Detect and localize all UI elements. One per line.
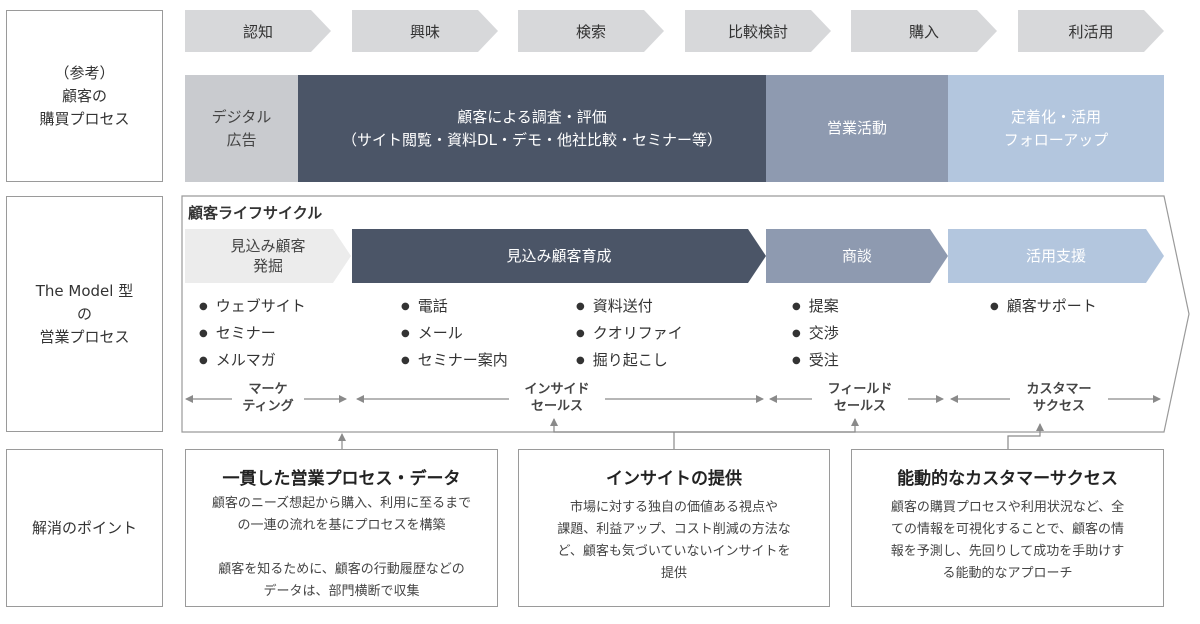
bullets-nurturing-2: 資料送付 クオリファイ 掘り起こし [576, 294, 683, 375]
list-item: 資料送付 [576, 294, 683, 321]
solution-title: 能動的なカスタマーサクセス [897, 469, 1118, 489]
solution-body: 顧客のニーズ想起から購入、利用に至るまで の一連の流れを基にプロセスを構築 顧客… [211, 496, 472, 599]
stage-search: 検索 [518, 10, 664, 52]
solution-title: インサイトの提供 [606, 469, 742, 489]
list-item: 顧客サポート [990, 294, 1097, 321]
list-item: ウェブサイト [199, 294, 306, 321]
list-item: 電話 [401, 294, 508, 321]
list-item: クオリファイ [576, 321, 683, 348]
stage-comparison: 比較検討 [685, 10, 831, 52]
stage-utilization: 利活用 [1018, 10, 1164, 52]
segment-customer-research: 顧客による調査・評価 （サイト閲覧・資料DL・デモ・他社比較・セミナー等） [298, 75, 766, 182]
solution-title: 一貫した営業プロセス・データ [222, 469, 461, 489]
list-item: セミナー [199, 321, 306, 348]
role-customer-success: カスタマー サクセス [1010, 381, 1108, 415]
solution-consistent-process: 一貫した営業プロセス・データ 顧客のニーズ想起から購入、利用に至るまで の一連の… [185, 449, 498, 607]
phase-customer-success: 活用支援 [948, 229, 1164, 283]
row-label-purchase-process: （参考） 顧客の 購買プロセス [6, 10, 163, 182]
lifecycle-title: 顧客ライフサイクル [188, 204, 323, 222]
role-field-sales: フィールド セールス [812, 381, 908, 415]
list-item: 掘り起こし [576, 348, 683, 375]
bullets-negotiation: 提案 交渉 受注 [792, 294, 839, 375]
list-item: メール [401, 321, 508, 348]
stage-purchase: 購入 [851, 10, 997, 52]
bullets-lead-generation: ウェブサイト セミナー メルマガ [199, 294, 306, 375]
phase-lead-nurturing: 見込み顧客育成 [352, 229, 766, 283]
solution-proactive-cs: 能動的なカスタマーサクセス 顧客の購買プロセスや利用状況など、全 ての情報を可視… [851, 449, 1164, 607]
segment-sales-activity: 営業活動 [766, 75, 948, 182]
role-marketing: マーケ ティング [232, 381, 304, 415]
bullets-nurturing-1: 電話 メール セミナー案内 [401, 294, 508, 375]
phase-lead-generation: 見込み顧客 発掘 [185, 229, 351, 283]
phase-negotiation: 商談 [766, 229, 948, 283]
stage-interest: 興味 [352, 10, 498, 52]
list-item: 交渉 [792, 321, 839, 348]
list-item: メルマガ [199, 348, 306, 375]
row-label-solution-points: 解消のポイント [6, 449, 163, 607]
stage-awareness: 認知 [185, 10, 331, 52]
list-item: 提案 [792, 294, 839, 321]
list-item: セミナー案内 [401, 348, 508, 375]
bullets-customer-success: 顧客サポート [990, 294, 1097, 321]
row-label-the-model: The Model 型 の 営業プロセス [6, 196, 163, 432]
list-item: 受注 [792, 348, 839, 375]
segment-digital-ads: デジタル 広告 [185, 75, 298, 182]
solution-body: 顧客の購買プロセスや利用状況など、全 ての情報を可視化することで、顧客の情 報を… [890, 500, 1125, 581]
solution-insight: インサイトの提供 市場に対する独自の価値ある視点や 課題、利益アップ、コスト削減… [518, 449, 830, 607]
role-inside-sales: インサイド セールス [509, 381, 605, 415]
solution-body: 市場に対する独自の価値ある視点や 課題、利益アップ、コスト削減の方法な ど、顧客… [557, 500, 791, 581]
segment-onboarding-followup: 定着化・活用 フォローアップ [948, 75, 1164, 182]
